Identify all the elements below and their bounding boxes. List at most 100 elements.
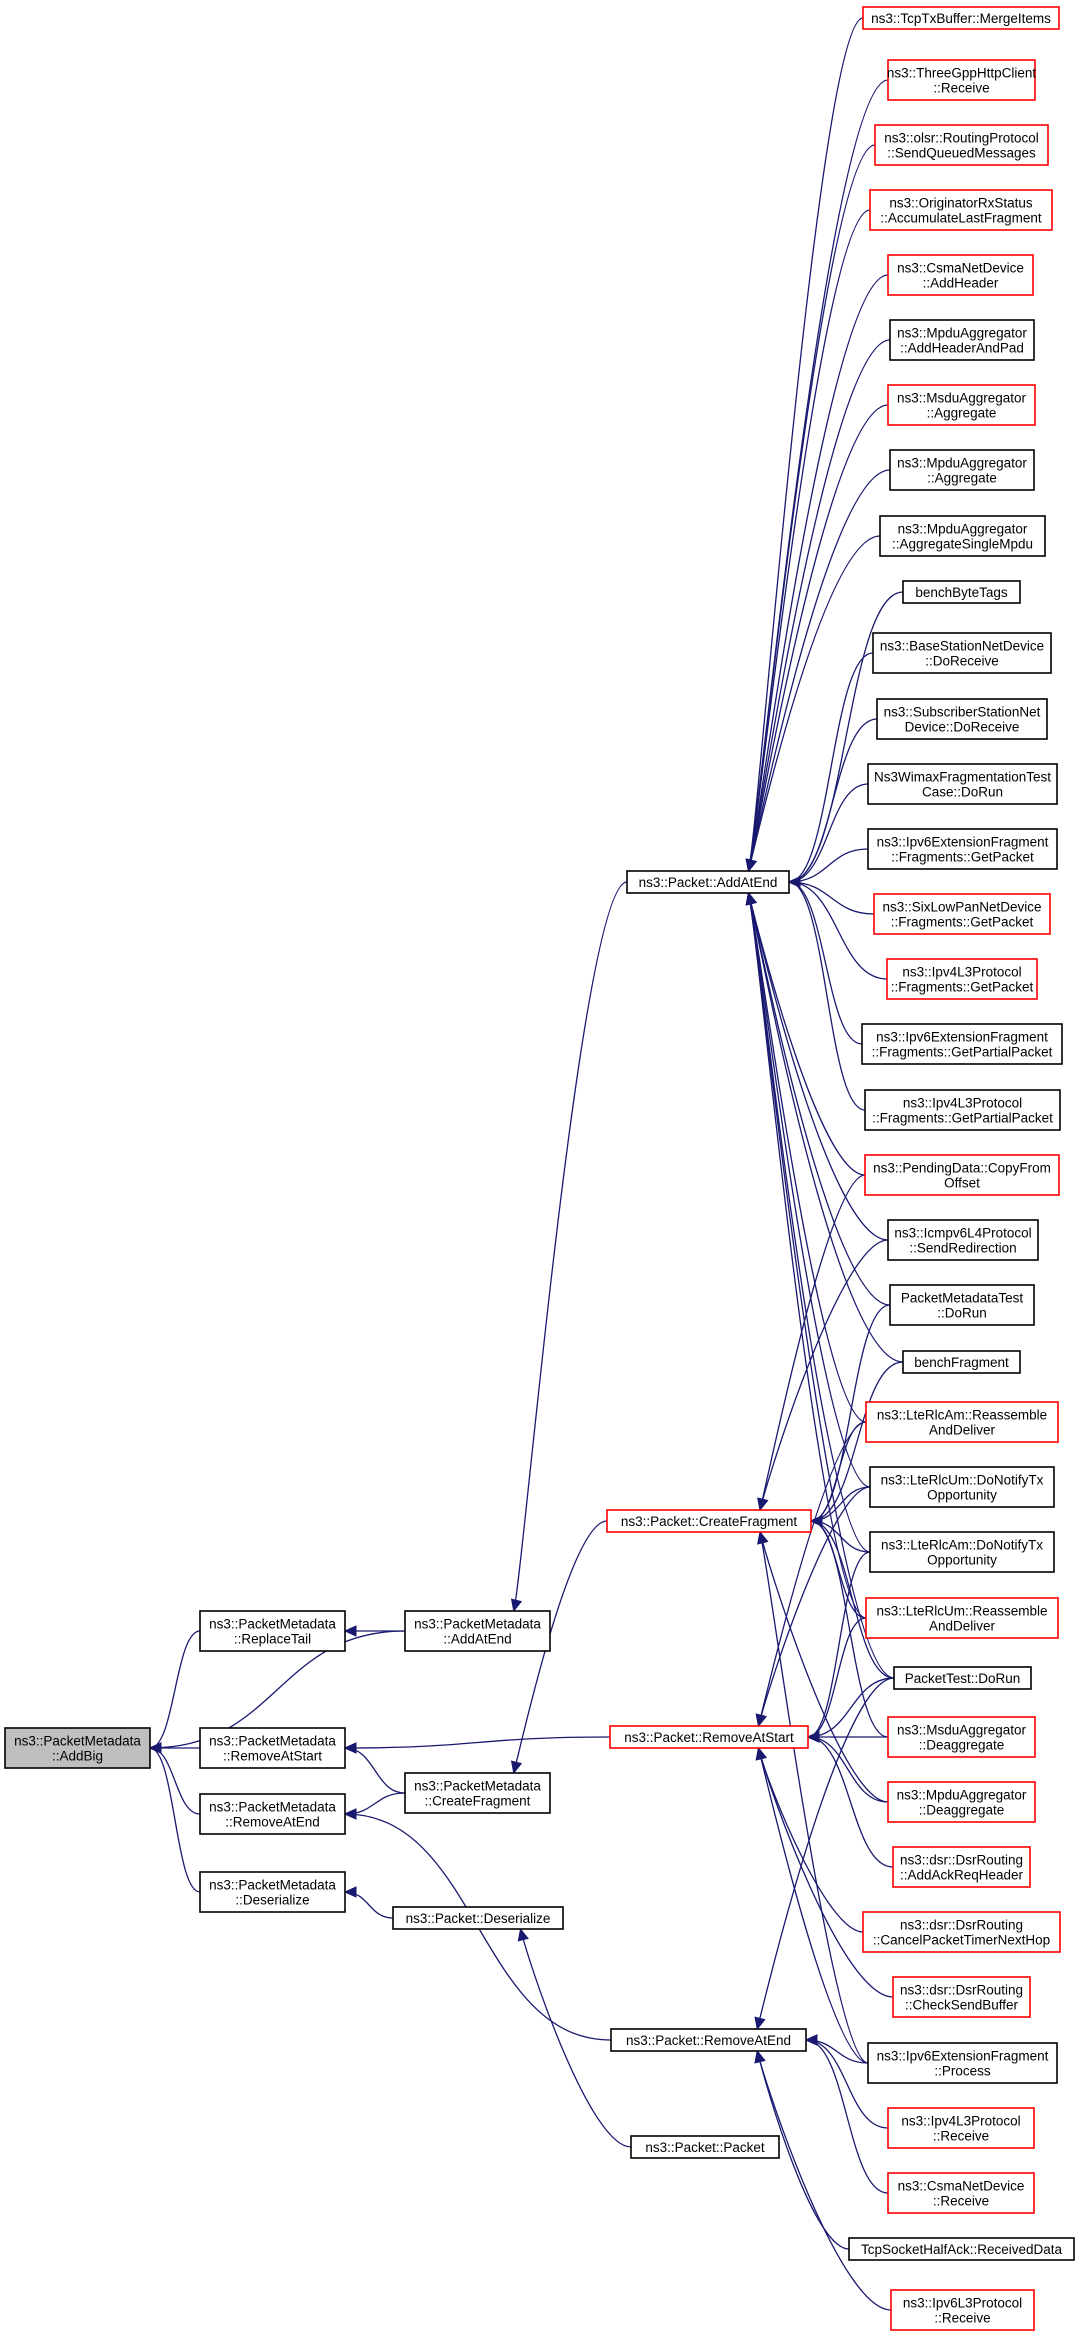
node-msdu-aggregate[interactable]: ns3::MsduAggregator::Aggregate (887, 384, 1036, 426)
node-ipv4l3-receive[interactable]: ns3::Ipv4L3Protocol::Receive (887, 2107, 1035, 2149)
node-box (865, 1597, 1059, 1639)
edge-p-addatend-to-pm-addatend (510, 881, 628, 1613)
node-label-line: Opportunity (927, 1488, 997, 1503)
node-label-line: ::Process (934, 2064, 991, 2079)
node-pm-addatend[interactable]: ns3::PacketMetadata::AddAtEnd (404, 1610, 551, 1652)
node-box (862, 1911, 1061, 1953)
arrowhead (745, 891, 757, 906)
node-ipv6l3-receive[interactable]: ns3::Ipv6L3Protocol::Receive (890, 2289, 1035, 2331)
edge-lterlcum-notify-to-p-removeatstart (755, 1486, 871, 1728)
node-label-line: ns3::BaseStationNetDevice (880, 639, 1044, 654)
node-ipv6ext-process[interactable]: ns3::Ipv6ExtensionFragment::Process (867, 2042, 1058, 2084)
node-box (867, 828, 1058, 870)
edge-dsr-check-to-p-removeatstart (755, 1746, 894, 1998)
arrowhead (757, 1530, 769, 1545)
node-mpdu-single[interactable]: ns3::MpduAggregator::AggregateSingleMpdu (879, 515, 1046, 557)
node-benchfragment[interactable]: benchFragment (902, 1350, 1021, 1374)
node-label-line: ns3::Ipv6L3Protocol (903, 2296, 1022, 2311)
node-label-line: ns3::MsduAggregator (897, 1723, 1027, 1738)
node-label-line: ns3::Ipv6ExtensionFragment (876, 1030, 1048, 1045)
node-box (892, 1976, 1031, 2018)
node-p-packet[interactable]: ns3::Packet::Packet (630, 2135, 780, 2159)
node-mpdu-aggregate[interactable]: ns3::MpduAggregator::Aggregate (889, 449, 1035, 491)
node-pm-test[interactable]: PacketMetadataTest::DoRun (889, 1284, 1035, 1326)
node-icmpv6-redir[interactable]: ns3::Icmpv6L4Protocol::SendRedirection (887, 1219, 1039, 1261)
node-p-addatend[interactable]: ns3::Packet::AddAtEnd (626, 870, 790, 894)
edge-packettest-to-p-removeatend (754, 1677, 895, 2031)
arrowhead (343, 1808, 357, 1820)
node-label-line: ns3::Ipv6ExtensionFragment (877, 2049, 1049, 2064)
node-box (902, 1350, 1021, 1374)
node-bs-doreceive[interactable]: ns3::BaseStationNetDevice::DoReceive (872, 632, 1052, 674)
node-label-line: Opportunity (927, 1553, 997, 1568)
node-p-removeatstart[interactable]: ns3::Packet::RemoveAtStart (609, 1725, 809, 1749)
node-sixlowpan-getpacket[interactable]: ns3::SixLowPanNetDevice::Fragments::GetP… (873, 893, 1051, 935)
node-msdu-deagg[interactable]: ns3::MsduAggregator::Deaggregate (887, 1716, 1036, 1758)
edge-csma-receive-to-p-removeatend (804, 2034, 889, 2194)
node-label-line: PacketTest::DoRun (905, 1671, 1021, 1686)
node-ipv6ext-getpartial[interactable]: ns3::Ipv6ExtensionFragment::Fragments::G… (861, 1023, 1063, 1065)
node-label-line: ns3::PacketMetadata (14, 1734, 141, 1749)
node-mpdu-addheaderpad[interactable]: ns3::MpduAggregator::AddHeaderAndPad (889, 319, 1035, 361)
edge-ipv6ext-getpacket-to-p-addatend (787, 848, 869, 888)
node-csma-receive[interactable]: ns3::CsmaNetDevice::Receive (887, 2172, 1035, 2214)
node-ss-doreceive[interactable]: ns3::SubscriberStationNetDevice::DoRecei… (876, 698, 1048, 740)
node-box (199, 1610, 346, 1652)
node-label-line: ns3::Packet::Deserialize (406, 1911, 551, 1926)
edge-wimax-frag-to-p-addatend (787, 783, 869, 888)
node-p-removeatend[interactable]: ns3::Packet::RemoveAtEnd (610, 2028, 807, 2052)
node-replacetail[interactable]: ns3::PacketMetadata::ReplaceTail (199, 1610, 346, 1652)
node-packettest[interactable]: PacketTest::DoRun (893, 1666, 1032, 1690)
edge-p-deserialize-to-pm-deserialize (343, 1886, 394, 1919)
node-mpdu-deagg[interactable]: ns3::MpduAggregator::Deaggregate (887, 1781, 1036, 1823)
node-dsr-addack[interactable]: ns3::dsr::DsrRouting::AddAckReqHeader (892, 1846, 1031, 1888)
node-label-line: ns3::SixLowPanNetDevice (882, 900, 1041, 915)
edge-p-packet-to-p-deserialize (517, 1927, 632, 2148)
edge-lterlcum-notify-to-p-addatend (745, 891, 871, 1488)
node-pm-removeatend[interactable]: ns3::PacketMetadata::RemoveAtEnd (199, 1793, 346, 1835)
node-benchbytetags[interactable]: benchByteTags (902, 580, 1021, 604)
edge-ipv6ext-getpartial-to-p-addatend (787, 876, 863, 1045)
node-p-deserialize[interactable]: ns3::Packet::Deserialize (392, 1906, 564, 1930)
arrowhead (757, 1497, 769, 1512)
node-pm-createfragment[interactable]: ns3::PacketMetadata::CreateFragment (404, 1772, 551, 1814)
node-label-line: ::Fragments::GetPacket (891, 850, 1034, 865)
edge-lterlcum-reasm-to-p-removeatstart (806, 1617, 867, 1743)
node-label-line: ::Receive (933, 81, 989, 96)
arrowhead (804, 2034, 818, 2046)
node-ipv4l3-getpartial[interactable]: ns3::Ipv4L3Protocol::Fragments::GetParti… (864, 1089, 1061, 1131)
node-label-line: ns3::MpduAggregator (897, 1788, 1027, 1803)
node-ipv4l3-getpacket[interactable]: ns3::Ipv4L3Protocol::Fragments::GetPacke… (886, 958, 1038, 1000)
node-csma-addheader[interactable]: ns3::CsmaNetDevice::AddHeader (887, 254, 1034, 296)
node-tcpsock-half[interactable]: TcpSocketHalfAck::ReceivedData (848, 2237, 1075, 2261)
node-box (886, 958, 1038, 1000)
node-box (889, 319, 1035, 361)
node-box (864, 1154, 1060, 1196)
node-threegpp-recv[interactable]: ns3::ThreeGppHttpClient::Receive (887, 59, 1037, 101)
node-pm-deserialize[interactable]: ns3::PacketMetadata::Deserialize (199, 1871, 346, 1913)
node-ipv6ext-getpacket[interactable]: ns3::Ipv6ExtensionFragment::Fragments::G… (867, 828, 1058, 870)
nodes-layer: ns3::PacketMetadata::AddBigns3::PacketMe… (4, 6, 1075, 2331)
node-label-line: ::Deaggregate (919, 1738, 1005, 1753)
node-p-createfragment[interactable]: ns3::Packet::CreateFragment (606, 1509, 812, 1533)
node-olsr-send[interactable]: ns3::olsr::RoutingProtocol::SendQueuedMe… (874, 124, 1049, 166)
node-pm-removeatstart[interactable]: ns3::PacketMetadata::RemoveAtStart (199, 1727, 346, 1769)
arrowhead (343, 1886, 357, 1898)
node-orig-rx[interactable]: ns3::OriginatorRxStatus::AccumulateLastF… (869, 189, 1053, 231)
node-dsr-cancel[interactable]: ns3::dsr::DsrRouting::CancelPacketTimerN… (862, 1911, 1061, 1953)
node-box (606, 1509, 812, 1533)
node-tcptx-merge[interactable]: ns3::TcpTxBuffer::MergeItems (862, 6, 1060, 30)
arrowhead (510, 1760, 523, 1775)
node-label-line: Offset (944, 1176, 980, 1191)
node-box (199, 1727, 346, 1769)
node-dsr-check[interactable]: ns3::dsr::DsrRouting::CheckSendBuffer (892, 1976, 1031, 2018)
node-box (889, 449, 1035, 491)
node-box (404, 1610, 551, 1652)
node-label-line: ns3::olsr::RoutingProtocol (884, 131, 1039, 146)
